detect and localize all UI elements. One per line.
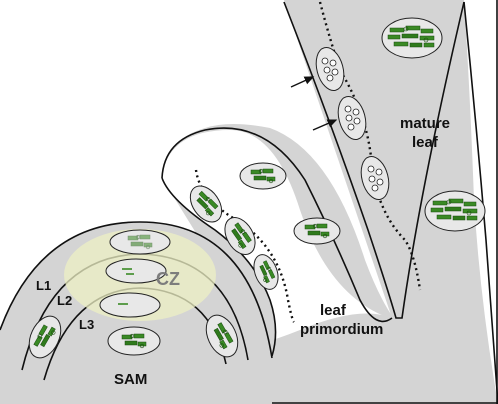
leaf-primordium-tissue (162, 124, 395, 320)
label-leaf-primordium-2: primordium (300, 321, 383, 338)
arrow-icon (290, 76, 315, 88)
label-leaf-primordium-1: leaf (320, 302, 347, 319)
label-l2: L2 (57, 293, 72, 308)
sam-cell-l2 (105, 258, 167, 284)
chloroplast-cluster (387, 25, 435, 48)
proplastid-group (367, 165, 384, 192)
mature-leaf-edge (283, 1, 465, 319)
leaf-primordium-outline (161, 127, 393, 323)
arrow-icon (312, 119, 338, 131)
label-l1: L1 (36, 278, 51, 293)
label-mature-leaf-1: mature (400, 115, 450, 132)
label-mature-leaf-2: leaf (412, 134, 439, 151)
mature-leaf-right-edge (463, 1, 498, 404)
proplastid-group (321, 57, 339, 82)
label-sam: SAM (114, 371, 147, 388)
sam-outline (0, 221, 273, 359)
sam-cell-l3 (99, 292, 161, 318)
label-l3: L3 (79, 317, 94, 332)
label-cz: CZ (156, 269, 180, 289)
proplastid-group (344, 105, 361, 131)
chloroplast-cluster (430, 198, 478, 221)
